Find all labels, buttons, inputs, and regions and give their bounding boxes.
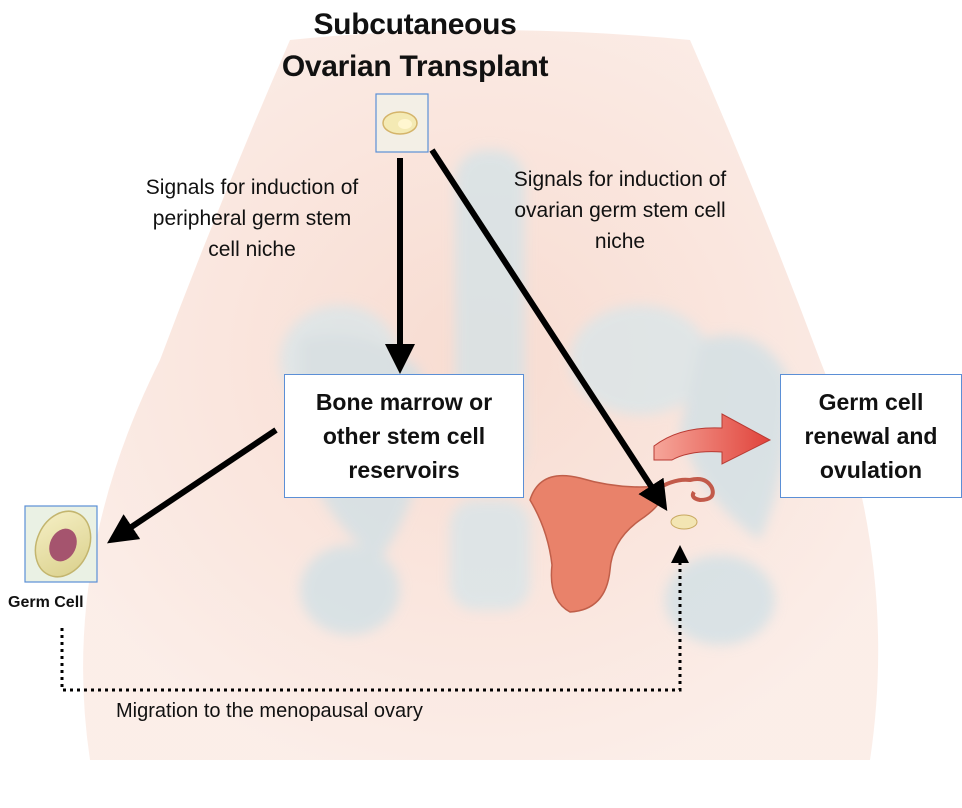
ovarian-tissue-icon — [376, 94, 428, 152]
uterus-illustration — [530, 476, 713, 612]
arrow-transplant-to-ovary — [432, 150, 664, 506]
arrow-bone-marrow-to-germ-cell — [112, 430, 276, 540]
germ-cell-icon — [25, 502, 101, 586]
renewal-curved-arrow — [654, 414, 770, 464]
migration-label: Migration to the menopausal ovary — [116, 700, 423, 723]
germ-cell-label: Germ Cell — [8, 594, 84, 612]
